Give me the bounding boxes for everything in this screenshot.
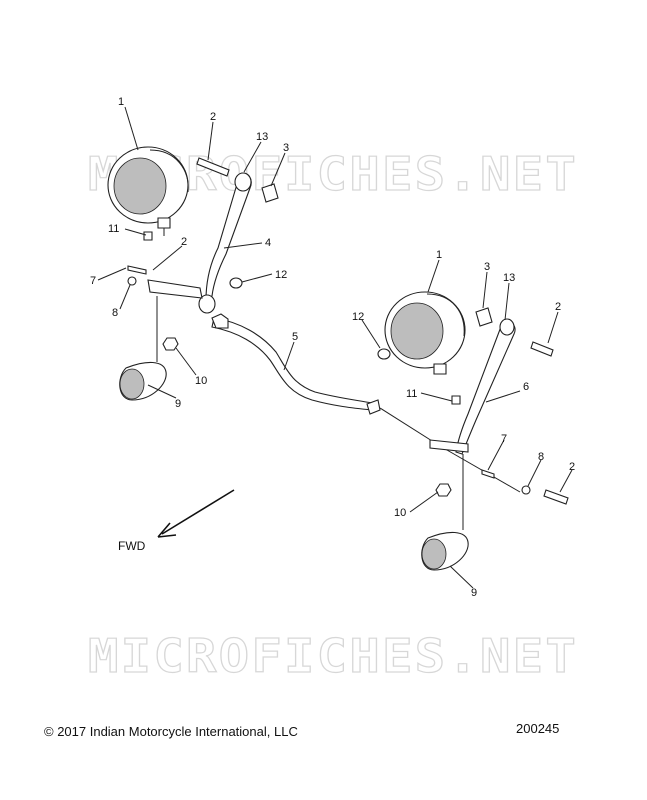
callout-1: 1 [436,249,442,261]
callout-9: 9 [175,398,181,410]
left-headlamp-1 [107,146,189,236]
callout-8: 8 [112,307,118,319]
right-turn-signal-9 [421,531,469,571]
callout-8: 8 [538,451,544,463]
callout-9: 9 [471,587,477,599]
leader-lines [97,106,573,589]
copyright-notice: © 2017 Indian Motorcycle International, … [44,724,298,739]
callout-3: 3 [283,142,289,154]
callout-10: 10 [195,375,207,387]
callout-7: 7 [501,433,507,445]
left-turn-signal-9 [119,361,167,401]
callout-2: 2 [210,111,216,123]
watermark-bottom: MICROFICHES.NET [88,629,578,683]
callout-2: 2 [569,461,575,473]
right-headlamp-1 [384,291,466,375]
right-hardware [377,307,569,530]
left-bracket-4 [147,172,252,314]
diagram-number: 200245 [516,721,560,736]
forward-arrow-icon [157,489,235,538]
callout-13: 13 [256,131,268,143]
callout-4: 4 [265,237,271,249]
right-bracket-6 [429,318,516,455]
callout-5: 5 [292,331,298,343]
crossbar-5 [211,313,521,493]
callout-3: 3 [484,261,490,273]
callout-13: 13 [503,272,515,284]
callout-2: 2 [555,301,561,313]
callout-2: 2 [181,236,187,248]
callout-7: 7 [90,275,96,287]
left-hardware [127,157,279,362]
callout-12: 12 [275,269,287,281]
callout-12: 12 [352,311,364,323]
callout-11: 11 [108,223,119,235]
callout-10: 10 [394,507,406,519]
callout-6: 6 [523,381,529,393]
callout-11: 11 [406,388,417,400]
direction-label: FWD [118,539,146,553]
callout-1: 1 [118,96,124,108]
